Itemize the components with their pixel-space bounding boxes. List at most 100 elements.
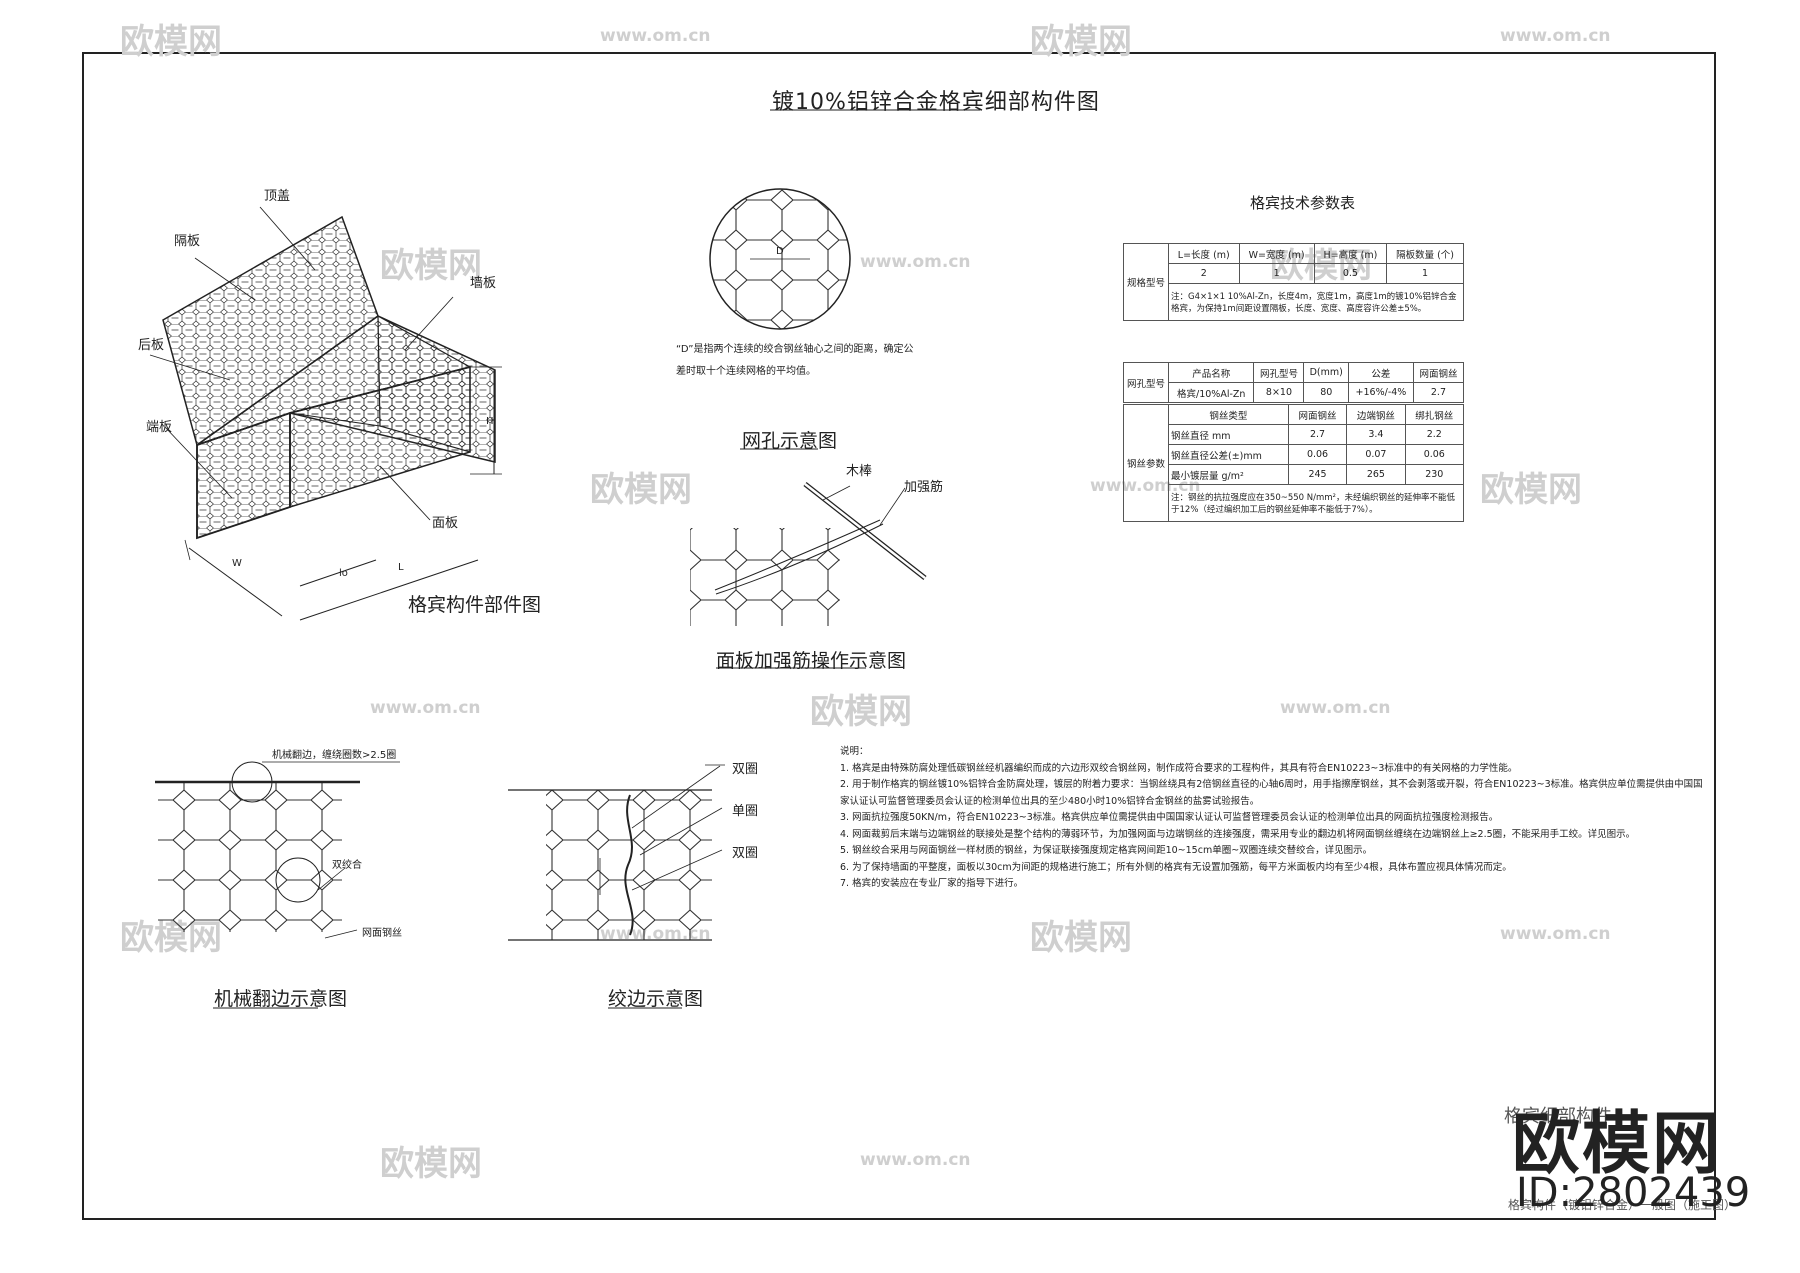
label-mesh-wire: 网面钢丝 [362,928,402,939]
table-cell: 1 [1238,263,1315,284]
drawing-title: 镀10%铝锌合金格宾细部构件图 [772,90,1100,115]
twist-edge-mesh [508,764,725,941]
caption-mesh: 网孔示意图 [742,430,838,452]
table-cell: 网面钢丝 [1412,362,1465,383]
spec-table-wire: 钢丝参数 钢丝类型 网面钢丝 边端钢丝 绑扎钢丝 钢丝直径 mm 2.7 3.4… [1123,404,1465,522]
label-end-upper: 墙板 [470,276,497,291]
table-cell: 格宾/10%Al-Zn [1167,382,1255,403]
watermark-site: www.om.cn [860,1150,971,1170]
spec-table-mesh: 网孔型号 产品名称 网孔型号 D(mm) 公差 网面钢丝 格宾/10%Al-Zn… [1123,362,1465,403]
table-cell: 80 [1303,382,1349,403]
table-row: 注：钢丝的抗拉强度应在350~550 N/mm²，未经编织钢丝的延伸率不能低于1… [1124,484,1464,522]
table-cell: 2.2 [1404,424,1465,445]
watermark-site: www.om.cn [370,698,481,718]
table-cell: 245 [1287,464,1348,485]
caption-mech-edge: 机械翻边示意图 [214,988,348,1010]
table-row: 规格型号 L=长度 (m) W=宽度 (m) H=高度 (m) 隔板数量 (个) [1123,243,1464,321]
note-line: 3. 网面抗拉强度50KN/m，符合EN10223~3标准。格宾供应单位需提供由… [840,812,1499,823]
caption-twist-edge: 绞边示意图 [608,988,704,1010]
watermark-site: www.om.cn [600,26,711,46]
note-line: 说明： [840,746,869,757]
label-partition: 隔板 [174,234,201,249]
row-label-wire: 钢丝参数 [1123,404,1169,522]
table-cell: H=高度 (m) [1313,243,1388,264]
row-label-size: 规格型号 [1123,243,1169,321]
table-cell: 钢丝直径 mm [1168,424,1289,445]
table-cell: 8×10 [1253,382,1305,403]
label-double-ring-1: 双圈 [732,762,759,777]
label-double-ring-2: 双圈 [732,846,759,861]
table-cell: 0.5 [1313,263,1388,284]
watermark-site: www.om.cn [1500,26,1611,46]
label-mech-fold: 机械翻边，缠绕圈数>2.5圈 [272,750,397,761]
table-row: 格宾/10%Al-Zn 8×10 80 +16%/-4% 2.7 [1124,382,1465,403]
table-cell: 2 [1168,263,1240,284]
table-row: 钢丝参数 钢丝类型 网面钢丝 边端钢丝 绑扎钢丝 [1123,404,1465,522]
table-row: 注：G4×1×1 10%Al-Zn，长度4m，宽度1m，高度1m的镀10%铝锌合… [1124,283,1464,321]
table-cell: 产品名称 [1167,362,1255,383]
table-cell: 网孔型号 [1253,362,1305,383]
wire-note: 注：钢丝的抗拉强度应在350~550 N/mm²，未经编织钢丝的延伸率不能低于1… [1168,484,1464,522]
label-back-panel: 后板 [138,338,165,353]
gabion-box [149,206,502,621]
note-line: 5. 钢丝绞合采用与网面钢丝一样材质的钢丝，为保证联接强度规定格宾网间距10~1… [840,845,1373,856]
table-cell: 2.7 [1287,424,1348,445]
table-cell: 0.06 [1404,444,1465,465]
table-cell: 265 [1346,464,1406,485]
watermark-logo: 欧模网 [1030,918,1132,958]
table-cell: 绑扎钢丝 [1404,404,1465,425]
label-end-lower: 端板 [146,420,173,435]
brand-logo: 欧模网 [1512,1105,1723,1184]
dim-lo: lo [339,568,348,579]
table-cell: 公差 [1347,362,1414,383]
label-single-ring: 单圈 [732,804,759,819]
table-row: 最小镀层量 g/m² 245 265 230 [1124,464,1465,485]
drawing-frame [82,52,1716,1220]
label-rod: 木棒 [846,464,873,479]
table-cell: 网面钢丝 [1287,404,1348,425]
spec-table-title: 格宾技术参数表 [1250,194,1356,212]
dim-w: W [232,558,242,569]
watermark-logo: 欧模网 [120,22,222,62]
watermark-logo: 欧模网 [1030,22,1132,62]
caption-reinforce: 面板加强筋操作示意图 [716,650,907,672]
table-cell: 隔板数量 (个) [1386,243,1464,264]
table-cell: 0.06 [1287,444,1348,465]
table-cell: 边端钢丝 [1346,404,1406,425]
note-line: 家认证认可监督管理委员会认证的检测单位出具的至少480小时10%铝锌合金钢丝的盐… [840,795,1260,807]
caption-underlines [213,109,980,1009]
note-line: 4. 网面裁剪后末端与边端钢丝的联接处是整个结构的薄弱环节，为加强网面与边端钢丝… [840,828,1636,840]
table-cell: 钢丝类型 [1168,404,1289,425]
table-cell: 钢丝直径公差(±)mm [1168,444,1289,465]
watermark-logo: 欧模网 [1480,470,1582,510]
watermark-logo: 欧模网 [380,246,482,286]
watermark-site: www.om.cn [1280,698,1391,718]
table-cell: 最小镀层量 g/m² [1168,464,1289,485]
table-cell: 2.7 [1412,382,1465,403]
table-cell: 3.4 [1346,424,1406,445]
note-line: 6. 为了保持墙面的平整度，面板以30cm为间距的规格进行施工；所有外侧的格宾有… [840,861,1512,873]
title-block-name: 格宾细部构件 [1504,1106,1612,1127]
table-row: 钢丝直径 mm 2.7 3.4 2.2 [1124,424,1465,445]
notes-block: 说明： 1. 格宾是由特殊防腐处理低碳钢丝经机器编织而成的六边形双绞合钢丝网，制… [840,744,1703,893]
dim-l: L [398,562,404,573]
table-row: 2 1 0.5 1 [1124,263,1464,284]
table-cell: L=长度 (m) [1168,243,1240,264]
label-rib: 加强筋 [904,480,944,495]
watermark-site: www.om.cn [1500,924,1611,944]
note-line: 2. 用于制作格宾的钢丝镀10%铝锌合金防腐处理，镀层的附着力要求：当钢丝绕具有… [840,779,1703,790]
size-note: 注：G4×1×1 10%Al-Zn，长度4m，宽度1m，高度1m的镀10%铝锌合… [1168,283,1464,321]
table-cell: D(mm) [1303,362,1349,383]
dim-h: H [486,416,494,427]
label-double-twist: 双绞合 [332,860,362,871]
label-front-panel: 面板 [432,516,459,531]
caption-components: 格宾构件部件图 [408,594,542,616]
table-cell: 1 [1386,263,1464,284]
mesh-note-line1: “D”是指两个连续的绞合钢丝轴心之间的距离，确定公 [676,344,914,355]
note-line: 7. 格宾的安装应在专业厂家的指导下进行。 [840,878,1024,889]
mesh-circle [709,188,851,330]
watermark-site: www.om.cn [860,252,971,272]
note-line: 1. 格宾是由特殊防腐处理低碳钢丝经机器编织而成的六边形双绞合钢丝网，制作成符合… [840,762,1518,774]
mesh-note-line2: 差时取十个连续网格的平均值。 [676,366,816,377]
